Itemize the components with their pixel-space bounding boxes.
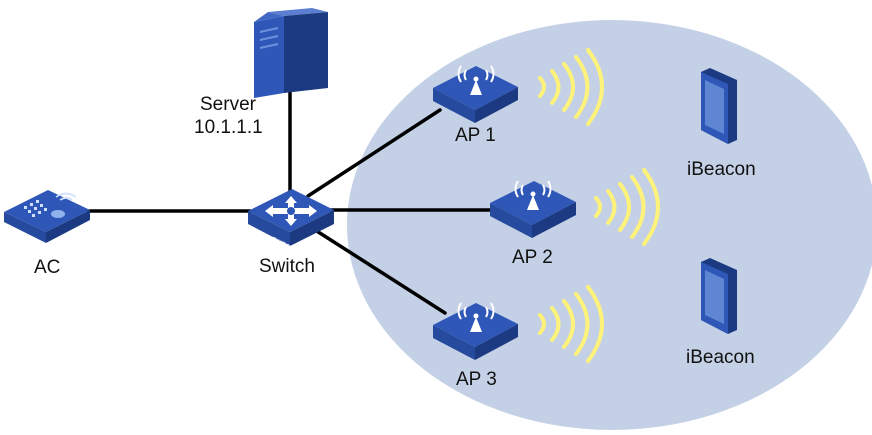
wireless-coverage-area xyxy=(347,20,872,430)
server-ip-label: 10.1.1.1 xyxy=(194,117,263,138)
ap1-label: AP 1 xyxy=(455,125,496,146)
ac-label: AC xyxy=(34,257,61,278)
ap1-signal-waves xyxy=(538,48,604,126)
switch-icon: SWITCH xyxy=(248,189,334,253)
server-icon xyxy=(254,8,328,98)
ap2-icon xyxy=(490,180,576,238)
link-switch-ap1 xyxy=(306,108,442,198)
ibeacon-2-icon xyxy=(701,258,737,334)
ap3-icon xyxy=(433,302,518,360)
server-label: Server xyxy=(200,94,256,115)
ap2-signal-waves xyxy=(594,168,660,246)
ibeacon-2-label: iBeacon xyxy=(686,347,755,368)
link-switch-ap3 xyxy=(310,226,447,315)
ap1-icon xyxy=(433,65,518,123)
ibeacon-1-icon xyxy=(701,68,737,144)
switch-label: Switch xyxy=(259,256,315,277)
ap2-label: AP 2 xyxy=(512,247,553,268)
ap3-label: AP 3 xyxy=(456,369,497,390)
ap3-signal-waves xyxy=(538,285,604,363)
access-controller-icon xyxy=(4,190,90,243)
ibeacon-1-label: iBeacon xyxy=(687,159,756,180)
network-links xyxy=(86,90,492,315)
